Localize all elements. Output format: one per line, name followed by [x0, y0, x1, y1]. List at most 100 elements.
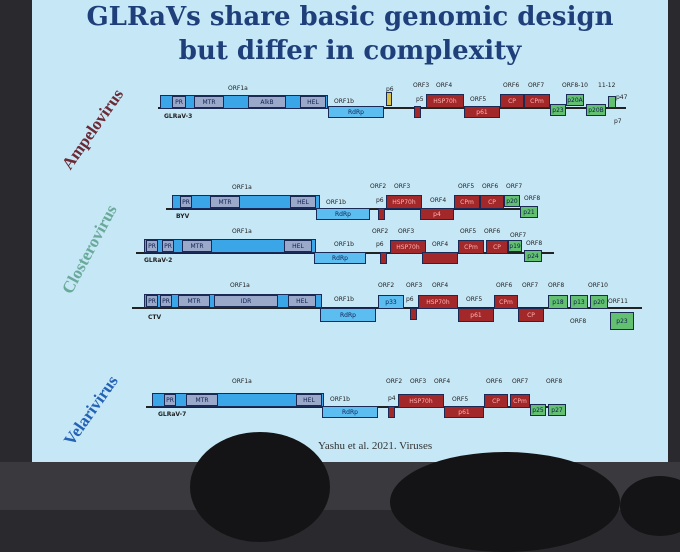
cp-box: CP — [500, 94, 524, 108]
p4-box — [608, 96, 616, 108]
orf-label: 11-12 — [598, 82, 616, 89]
genome-name: GLRaV-3 — [164, 113, 193, 120]
orf-label: p6 — [386, 86, 394, 93]
cp-box: CP — [518, 308, 544, 322]
p63-box — [422, 252, 458, 264]
alkb-domain: AlkB — [248, 96, 286, 108]
orf-label: ORF3 — [413, 82, 430, 89]
p6-box — [380, 252, 387, 264]
genome-name: BYV — [176, 213, 190, 220]
p64-box: p4 — [420, 208, 454, 220]
orf-label: ORF1a — [230, 282, 250, 289]
p25-box: p25 — [530, 404, 546, 416]
mtr-domain: MTR — [186, 394, 218, 406]
genome-name: CTV — [148, 314, 162, 321]
p6-box — [410, 308, 417, 320]
orf-label: ORF5 — [458, 183, 475, 190]
orf-label: ORF1b — [326, 199, 346, 206]
p23-box: p23 — [610, 312, 634, 330]
pr-domain: PR — [180, 196, 192, 208]
p20a-box: p20A — [566, 94, 584, 106]
orf-label: ORF1a — [228, 85, 248, 92]
hel-domain: HEL — [284, 240, 312, 252]
orf-label: ORF8 — [526, 240, 543, 247]
cpm-box: CPm — [458, 240, 484, 254]
audience-head — [390, 452, 620, 552]
mtr-domain: MTR — [178, 295, 210, 307]
orf-label: ORF4 — [432, 241, 449, 248]
orf-label: ORF8 — [546, 378, 563, 385]
hsp70h-box: HSP70h — [418, 295, 458, 309]
orf-label: ORF1a — [232, 184, 252, 191]
p20b-box: p20B — [586, 104, 606, 116]
idr-domain: IDR — [214, 295, 278, 307]
orf-label: p4 — [388, 395, 396, 402]
p61-box: p61 — [464, 106, 500, 118]
hel-domain: HEL — [296, 394, 322, 406]
p6-box — [378, 208, 385, 220]
p23-box: p23 — [550, 104, 566, 116]
orf-label: p6 — [376, 241, 384, 248]
orf-label: ORF6 — [484, 228, 501, 235]
orf-label: p6 — [376, 197, 384, 204]
orf-label: ORF5 — [460, 228, 477, 235]
audience-head — [190, 432, 330, 542]
citation: Yashu et al. 2021. Viruses — [318, 440, 433, 452]
pr-domain: PR — [172, 96, 186, 108]
rdrp-box: RdRp — [320, 308, 376, 322]
orf-label: ORF5 — [466, 296, 483, 303]
orf-label: ORF7 — [506, 183, 523, 190]
cp-box: CP — [486, 240, 508, 254]
p6-box — [386, 92, 392, 106]
orf-label: ORF1a — [232, 228, 252, 235]
p5-box — [414, 106, 421, 118]
orf-label: ORF4 — [434, 378, 451, 385]
orf-label: ORF8 — [548, 282, 565, 289]
p24-box: p24 — [524, 250, 542, 262]
orf-label: ORF2 — [370, 183, 387, 190]
cpm-box: CPm — [454, 195, 480, 209]
orf-label: p7 — [614, 118, 622, 125]
projection-screen — [32, 0, 668, 462]
genome-name: GLRaV-7 — [158, 411, 187, 418]
hsp70h-box: HSP70h — [386, 195, 422, 209]
cpm-box: CPm — [510, 394, 530, 408]
p27-box: p27 — [548, 404, 566, 416]
orf-label: p47 — [616, 94, 628, 101]
orf-label: ORF4 — [436, 82, 453, 89]
hel-domain: HEL — [288, 295, 316, 307]
orf-label: ORF3 — [394, 183, 411, 190]
p20-box: p20 — [590, 295, 608, 309]
pr-domain: PR — [146, 295, 158, 307]
mtr-domain: MTR — [194, 96, 224, 108]
pr-domain: PR — [160, 295, 172, 307]
orf-label: ORF5 — [470, 96, 487, 103]
orf-label: ORF6 — [486, 378, 503, 385]
orf-label: ORF11 — [608, 298, 628, 305]
orf-label: ORF1b — [334, 98, 354, 105]
orf-label: ORF7 — [510, 232, 527, 239]
slide-title-line-2: but differ in complexity — [178, 36, 522, 66]
orf-label: ORF1b — [330, 396, 350, 403]
orf-label: ORF5 — [452, 396, 469, 403]
slide-title-line-1: GLRaVs share basic genomic design — [86, 2, 614, 32]
orf-label: ORF7 — [512, 378, 529, 385]
hsp70h-box: HSP70h — [390, 240, 426, 254]
genome-name: GLRaV-2 — [144, 257, 173, 264]
orf-label: ORF1a — [232, 378, 252, 385]
p33-box: p33 — [378, 295, 404, 309]
rdrp-box: RdRp — [322, 406, 378, 418]
orf-label: ORF6 — [496, 282, 513, 289]
orf-label: ORF2 — [378, 282, 395, 289]
cp-box: CP — [480, 195, 504, 209]
hel-domain: HEL — [290, 196, 316, 208]
p20-box: p20 — [504, 195, 520, 207]
p21-box: p21 — [520, 206, 538, 218]
genome-line — [158, 107, 626, 109]
hel-domain: HEL — [300, 96, 326, 108]
p4-box — [388, 406, 395, 418]
hsp70h-box: HSP70h — [426, 94, 464, 108]
pr-domain: PR — [146, 240, 158, 252]
orf-label: ORF10 — [588, 282, 608, 289]
orf-label: ORF3 — [398, 228, 415, 235]
